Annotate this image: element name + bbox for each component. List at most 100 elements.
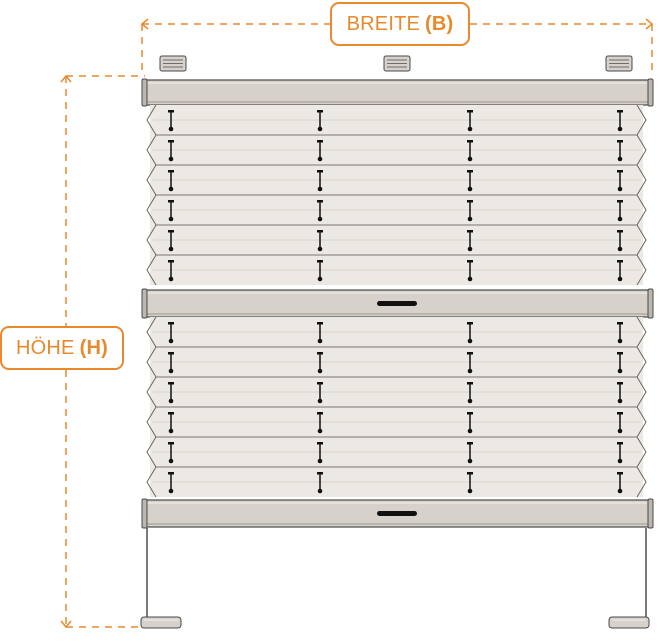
cord-eyelet-top: [467, 412, 473, 415]
height-arrow-bottom: [60, 620, 72, 629]
cord-eyelet-top: [168, 260, 174, 263]
cord-knot: [168, 368, 174, 374]
cord-knot: [467, 216, 473, 222]
cord-knot: [168, 156, 174, 162]
cord-knot: [317, 428, 323, 434]
upper-fabric: [146, 104, 647, 286]
cord-knot: [467, 156, 473, 162]
cord-knot: [317, 338, 323, 344]
cord-eyelet-top: [168, 352, 174, 355]
pleat-edge-right: [636, 316, 647, 498]
pleat-edge-right: [636, 104, 647, 286]
cord-knot: [467, 126, 473, 132]
cord-knot: [617, 488, 623, 494]
cord-eyelet-top: [168, 382, 174, 385]
cord-eyelet-top: [317, 230, 323, 233]
height-arrow-top: [60, 74, 72, 83]
cord-eyelet-top: [617, 170, 623, 173]
cord-knot: [617, 398, 623, 404]
cord-knot: [467, 246, 473, 252]
cord-eyelet-top: [617, 140, 623, 143]
cord-eyelet-top: [317, 260, 323, 263]
cord-knot: [317, 216, 323, 222]
cord-eyelet-top: [467, 472, 473, 475]
cord-knot: [168, 216, 174, 222]
pleat-edge-left: [146, 104, 157, 286]
width-arrow-left: [140, 18, 149, 30]
cord-knot: [467, 368, 473, 374]
cord-knot: [467, 338, 473, 344]
cord-knot: [317, 246, 323, 252]
cord-knot: [317, 156, 323, 162]
cord-eyelet-top: [168, 442, 174, 445]
mounting-bracket: [383, 55, 411, 72]
cord-eyelet-top: [168, 110, 174, 113]
cord-eyelet-top: [467, 382, 473, 385]
cord-eyelet-top: [168, 140, 174, 143]
cord-eyelet-top: [467, 140, 473, 143]
cord-knot: [317, 276, 323, 282]
cord-eyelet-top: [467, 260, 473, 263]
middle-rail-endcap-left: [141, 288, 148, 319]
tension-anchor: [140, 616, 182, 629]
cord-eyelet-top: [617, 352, 623, 355]
cord-eyelet-top: [317, 140, 323, 143]
cord-eyelet-top: [467, 322, 473, 325]
cord-knot: [317, 126, 323, 132]
cord-knot: [617, 246, 623, 252]
width-label-text: BREITE: [346, 13, 421, 35]
cord-eyelet-top: [317, 110, 323, 113]
cord-knot: [168, 428, 174, 434]
height-label-text: HÖHE: [16, 337, 75, 359]
head-rail-endcap-left: [141, 78, 148, 107]
tension-anchor-body: [140, 616, 182, 629]
cord-knot: [617, 276, 623, 282]
cord-eyelet-top: [168, 472, 174, 475]
cord-knot: [617, 428, 623, 434]
cord-knot: [617, 186, 623, 192]
cord-eyelet-top: [617, 442, 623, 445]
tension-anchor: [608, 616, 650, 629]
cord-knot: [168, 276, 174, 282]
cord-eyelet-top: [617, 230, 623, 233]
lower-fabric: [146, 316, 647, 498]
cord-knot: [168, 246, 174, 252]
cord-eyelet-top: [617, 382, 623, 385]
cord-knot: [617, 338, 623, 344]
cord-eyelet-top: [617, 200, 623, 203]
cord-knot: [317, 488, 323, 494]
bottom-rail-endcap-right: [647, 498, 654, 529]
head-rail-endcap-right: [647, 78, 654, 107]
head-rail: [141, 78, 654, 107]
cord-eyelet-top: [467, 442, 473, 445]
cord-knot: [617, 126, 623, 132]
cord-eyelet-top: [467, 352, 473, 355]
cord-knot: [317, 368, 323, 374]
cord-eyelet-top: [317, 382, 323, 385]
cord-knot: [168, 186, 174, 192]
cord-knot: [168, 126, 174, 132]
cord-eyelet-top: [168, 200, 174, 203]
cord-knot: [467, 428, 473, 434]
cord-knot: [168, 458, 174, 464]
cord-eyelet-top: [317, 352, 323, 355]
cord-eyelet-top: [467, 200, 473, 203]
head-rail-body: [143, 79, 652, 106]
cord-eyelet-top: [467, 230, 473, 233]
cord-eyelet-top: [467, 170, 473, 173]
cord-eyelet-top: [617, 260, 623, 263]
height-label-code: (H): [79, 337, 108, 359]
mounting-bracket: [159, 55, 187, 72]
cord-eyelet-top: [317, 472, 323, 475]
cord-knot: [168, 338, 174, 344]
cord-knot: [617, 156, 623, 162]
pleat-edge-left: [146, 316, 157, 498]
cord-knot: [467, 398, 473, 404]
bottom-rail-handle: [377, 511, 417, 516]
cord-knot: [317, 458, 323, 464]
middle-rail-handle: [377, 301, 417, 306]
cord-knot: [617, 216, 623, 222]
tension-anchor-body: [608, 616, 650, 629]
